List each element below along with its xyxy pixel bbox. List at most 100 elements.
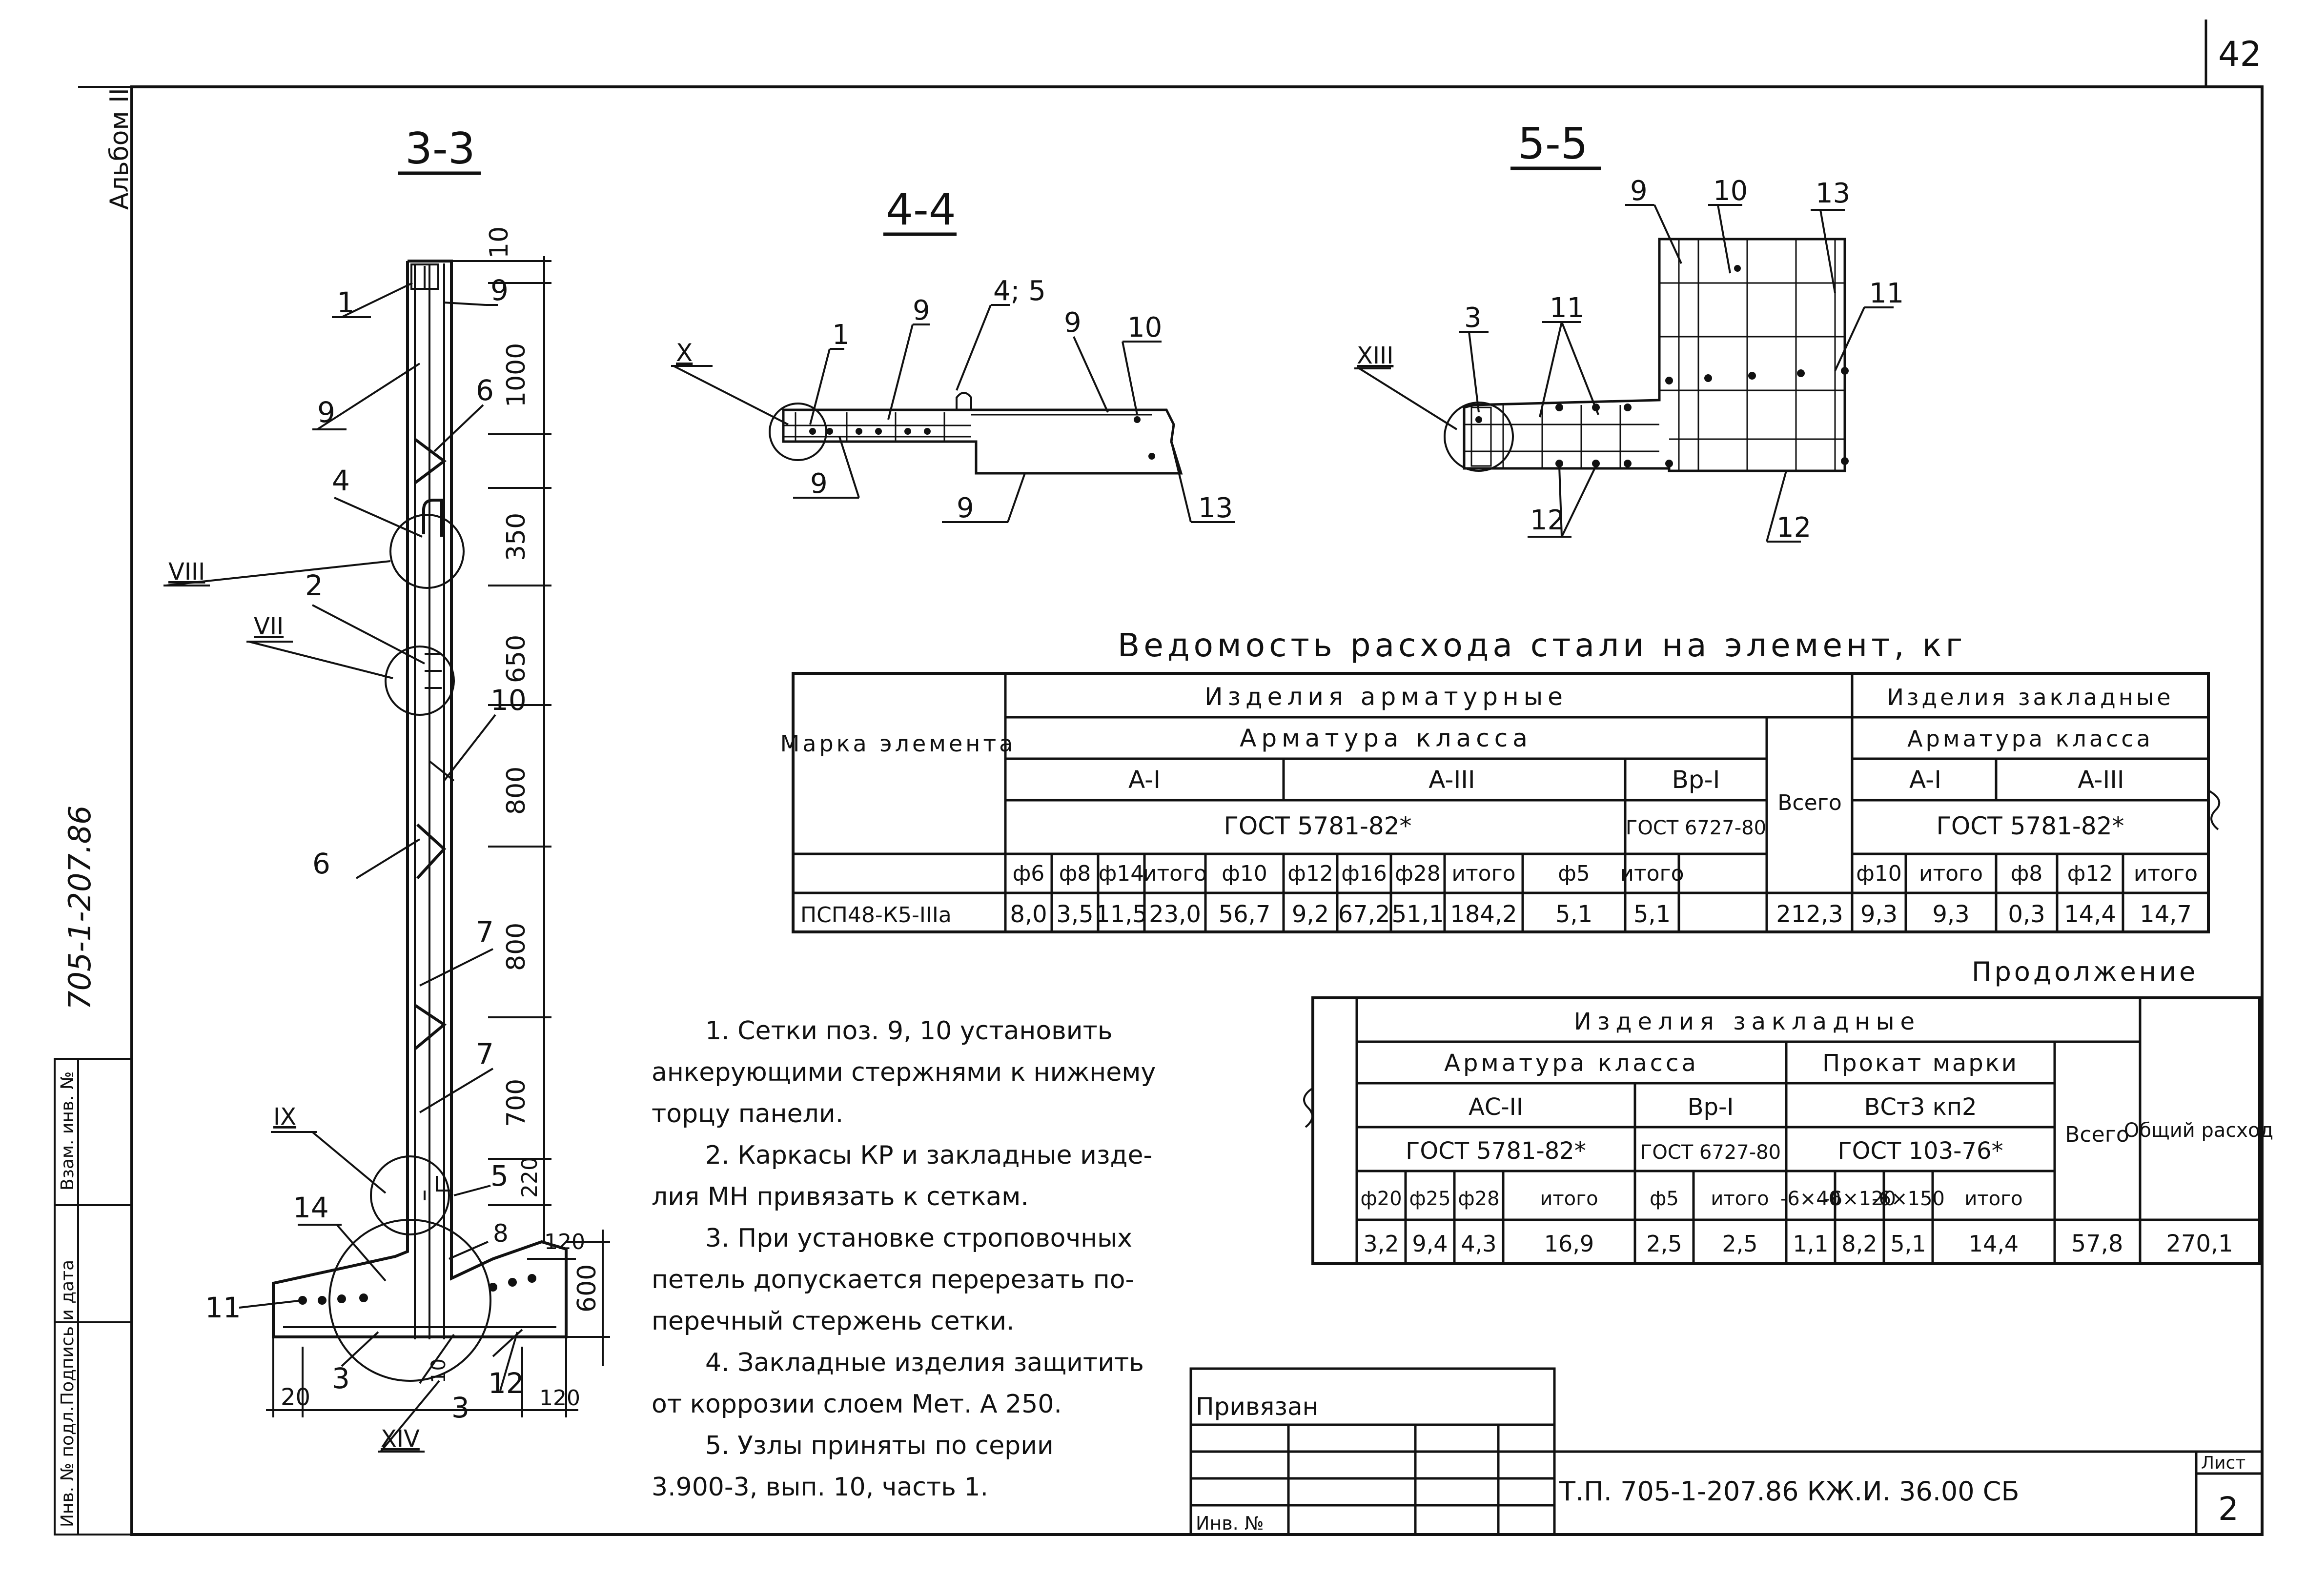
steel-col-header-3: итого (1143, 861, 1207, 886)
steel-col-header-12: итого (1919, 861, 1983, 886)
corner-sheet-number: 42 (2218, 34, 2262, 74)
callout-node-X: X (676, 339, 693, 367)
callout-2: 2 (305, 569, 323, 602)
callout-11-a: 11 (1550, 292, 1584, 324)
callout-10: 10 (1713, 175, 1748, 207)
steel-value-7: 51,1 (1392, 901, 1444, 928)
callout-13: 13 (1816, 178, 1850, 209)
section-4-4-leaders (671, 304, 1235, 523)
steel-col-header-4: ф10 (1222, 861, 1267, 886)
class-emb-A-I: A-I (1909, 766, 1941, 794)
callout-12-b: 12 (1776, 512, 1811, 544)
steel-value-12: 9,3 (1932, 901, 1969, 928)
callout-node-IX: IX (273, 1103, 296, 1131)
class-header-emb: Арматура класса (1907, 726, 2153, 752)
steel-value-13: 0,3 (2008, 901, 2045, 928)
note-line-11: 3.900-3, вып. 10, часть 1. (652, 1473, 988, 1502)
steel-value-1: 3,5 (1056, 901, 1093, 928)
steel-value-11: 9,3 (1860, 901, 1898, 928)
cont-value-7: 8,2 (1841, 1231, 1877, 1257)
callout-5: 5 (490, 1159, 509, 1192)
steel-col-header-2: ф14 (1099, 861, 1144, 886)
steel-value-0: 8,0 (1010, 901, 1047, 928)
continuation-grid (1311, 996, 2261, 1265)
callout-node-VII: VII (254, 613, 284, 640)
callout-1: 1 (832, 319, 850, 351)
cont-value-4: 2,5 (1646, 1231, 1682, 1257)
note-line-4: лия МН привязать к сеткам. (652, 1182, 1029, 1212)
document-code: Т.П. 705-1-207.86 КЖ.И. 36.00 СБ (1559, 1476, 2020, 1507)
cont-col-header-1: ф25 (1409, 1188, 1450, 1210)
cont-rolled-header: Прокат марки (1822, 1050, 2019, 1077)
element-mark: ПСП48-К5-IIIа (800, 903, 952, 928)
note-line-9: от коррозии слоем Мет. А 250. (652, 1390, 1062, 1419)
cont-value-9: 14,4 (1969, 1231, 2019, 1257)
side-document-code: 705-1-207.86 (62, 806, 98, 1010)
cont-overall-header: Общий расход (2124, 1119, 2273, 1142)
steel-value-2: 11,5 (1095, 901, 1147, 928)
section-4-4: 4-4 (671, 184, 1235, 524)
callout-9-a: 9 (913, 295, 930, 326)
dim-800-a: 800 (502, 767, 531, 815)
steel-value-4: 56,7 (1219, 901, 1271, 928)
mark-header: Марка элемента (780, 730, 1016, 757)
steel-value-5: 9,2 (1292, 901, 1329, 928)
note-line-0: 1. Сетки поз. 9, 10 установить (705, 1016, 1113, 1046)
dim-base-120-bottom: 120 (539, 1386, 580, 1411)
section-4-4-outline (769, 392, 1183, 475)
steel-value-15: 14,7 (2140, 901, 2192, 928)
callout-node-VIII: VIII (168, 558, 205, 586)
cont-total-value: 57,8 (2071, 1230, 2123, 1257)
cont-gost-5781: ГОСТ 5781-82* (1406, 1137, 1586, 1165)
note-line-10: 5. Узлы приняты по серии (705, 1431, 1054, 1460)
steel-value-8: 184,2 (1450, 901, 1517, 928)
callout-node-XIII: XIII (1357, 342, 1393, 369)
cont-col-header-2: ф28 (1458, 1188, 1499, 1210)
steel-table-headers: Марка элемента Изделия арматурные Издели… (780, 683, 2171, 840)
continuation-table: Продолжение Изделия закладные Арматура к… (1303, 956, 2273, 1265)
class-A-I: A-I (1128, 766, 1161, 794)
class-Vr-I: Вр-I (1672, 766, 1720, 794)
callout-7-a: 7 (476, 915, 494, 949)
note-line-1: анкерующими стержнями к нижнему (652, 1058, 1156, 1087)
section-4-4-dots (809, 416, 1155, 460)
callout-4: 4 (332, 464, 350, 497)
cont-gost-6727: ГОСТ 6727-80 (1640, 1141, 1781, 1164)
steel-value-3: 23,0 (1149, 901, 1201, 928)
cont-value-0: 3,2 (1363, 1231, 1399, 1257)
callout-12-a: 12 (1530, 505, 1565, 536)
steel-col-header-1: ф8 (1059, 861, 1091, 886)
section-4-4-labels: X 1 9 4; 5 9 10 9 9 13 (676, 275, 1233, 524)
callout-3: 3 (1464, 302, 1482, 334)
note-line-3: 2. Каркасы КР и закладные изде- (705, 1141, 1152, 1170)
cont-col-header-9: итого (1964, 1188, 2022, 1210)
sheet-number: 2 (2218, 1490, 2239, 1528)
cont-value-3: 16,9 (1544, 1231, 1594, 1257)
callout-node-XIV: XIV (381, 1425, 420, 1453)
group-arm-header: Изделия арматурные (1204, 683, 1568, 711)
callout-9-c: 9 (810, 468, 828, 500)
node-circles (328, 514, 491, 1382)
dim-base-10: 10 (428, 1358, 450, 1383)
callout-9: 9 (1630, 175, 1648, 207)
cont-group: Изделия закладные (1574, 1008, 1920, 1035)
callout-3-left: 3 (332, 1362, 350, 1395)
dim-base-120-top: 120 (544, 1230, 585, 1254)
note-line-2: торцу панели. (652, 1099, 843, 1129)
callout-9-left: 9 (317, 396, 335, 429)
gost-5781-arm: ГОСТ 5781-82* (1224, 812, 1411, 840)
section-title: 3-3 (405, 123, 475, 174)
stamp-label-signature-date: Подпись и дата (58, 1260, 78, 1405)
note-line-8: 4. Закладные изделия защитить (705, 1348, 1144, 1377)
steel-col-header-9: ф5 (1558, 861, 1590, 886)
dim-1000: 1000 (502, 343, 531, 407)
callout-6-mid: 6 (312, 847, 330, 880)
cont-col-header-5: итого (1711, 1188, 1769, 1210)
callout-7-b: 7 (476, 1037, 494, 1071)
class-A-III: A-III (1428, 766, 1475, 794)
steel-col-header-15: итого (2134, 861, 2198, 886)
cont-class-VSt3: ВСт3 кп2 (1864, 1093, 1977, 1121)
callout-leaders (163, 282, 523, 1453)
